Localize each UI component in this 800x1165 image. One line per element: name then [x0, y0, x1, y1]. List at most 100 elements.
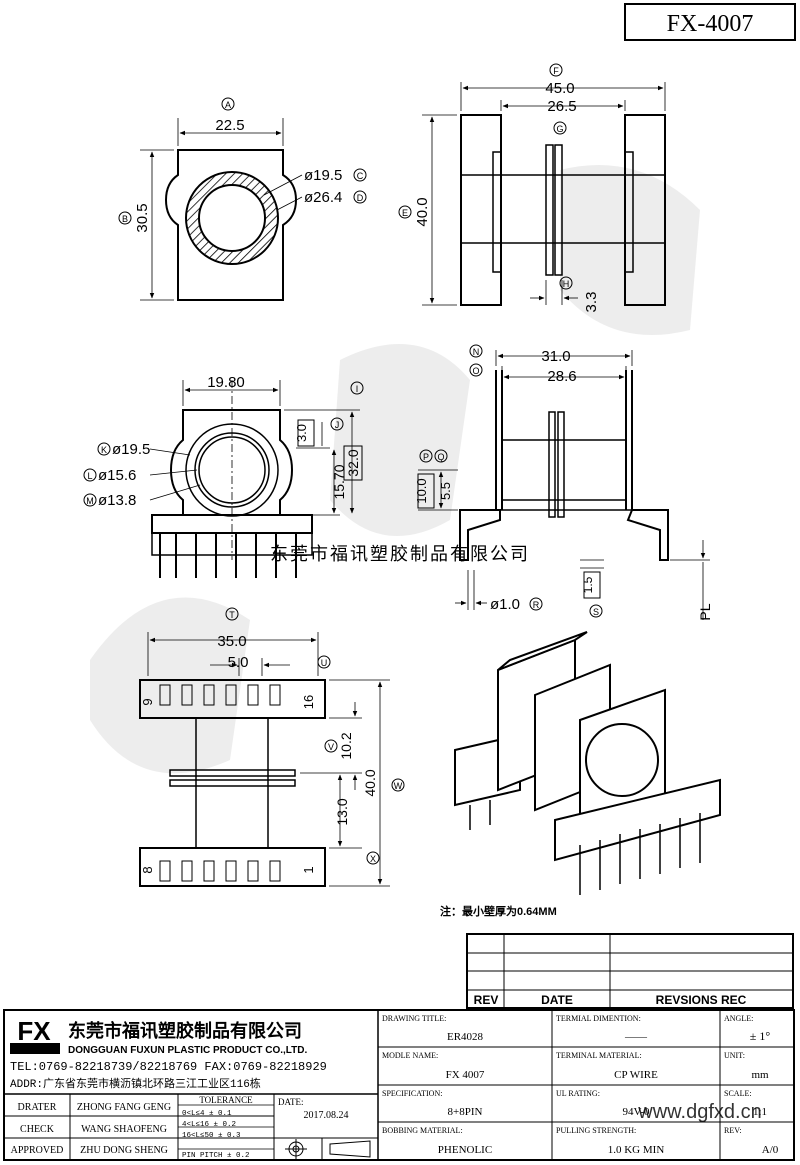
company-logo: FX FUXUN [10, 1016, 60, 1054]
svg-text:40.0: 40.0 [362, 769, 378, 796]
svg-text:A/0: A/0 [762, 1144, 779, 1156]
svg-text:CHECK: CHECK [20, 1124, 55, 1135]
svg-text:31.0: 31.0 [541, 348, 570, 365]
company-name-cn: 东莞市福讯塑胶制品有限公司 [68, 1020, 302, 1041]
svg-text:8+8PIN: 8+8PIN [448, 1106, 483, 1118]
svg-text:35.0: 35.0 [217, 633, 246, 650]
svg-text:FUXUN: FUXUN [16, 1045, 54, 1054]
svg-text:SPECIFICATION:: SPECIFICATION: [382, 1089, 442, 1098]
svg-text:DRAWING TITLE:: DRAWING TITLE: [382, 1014, 446, 1023]
svg-text:40.0: 40.0 [414, 197, 431, 226]
part-number-box: FX-4007 [624, 3, 796, 41]
svg-text:PULLING STRENGTH:: PULLING STRENGTH: [556, 1126, 636, 1135]
svg-text:APPROVED: APPROVED [11, 1145, 64, 1156]
svg-text:UL RATING:: UL RATING: [556, 1089, 600, 1098]
svg-text:10.2: 10.2 [338, 732, 354, 759]
svg-text:——: —— [624, 1031, 648, 1043]
svg-text:FX 4007: FX 4007 [446, 1069, 485, 1081]
svg-text:FX: FX [17, 1016, 51, 1046]
view-front-labels: A 22.5 B 30.5 ø19.5 C ø26.4 D [118, 97, 367, 233]
svg-text:DATE:: DATE: [278, 1097, 304, 1107]
svg-text:94V-0: 94V-0 [622, 1106, 650, 1118]
svg-text:ø26.4: ø26.4 [304, 189, 342, 206]
svg-text:3.3: 3.3 [583, 292, 600, 313]
svg-text:ø19.5: ø19.5 [304, 167, 342, 184]
company-addr: ADDR:广东省东莞市横沥镇北环路三江工业区116栋 [10, 1076, 261, 1091]
view-side-core [422, 82, 666, 306]
svg-text:H: H [563, 279, 570, 289]
svg-text:M: M [86, 496, 94, 506]
svg-text:TERMIAL DIMENTION:: TERMIAL DIMENTION: [556, 1014, 641, 1023]
svg-text:3.0: 3.0 [294, 424, 309, 442]
svg-text:4<L≤16 ± 0.2: 4<L≤16 ± 0.2 [182, 1121, 236, 1129]
svg-text:ZHU DONG SHENG: ZHU DONG SHENG [80, 1145, 168, 1156]
company-tel: TEL:0769-82218739/82218769 FAX:0769-8221… [10, 1060, 327, 1074]
svg-text:TOLERANCE: TOLERANCE [199, 1095, 253, 1105]
view-pin-front [149, 380, 363, 578]
svg-text:ZHONG FANG GENG: ZHONG FANG GENG [77, 1102, 171, 1113]
svg-text:BOBBING MATERIAL:: BOBBING MATERIAL: [382, 1126, 463, 1135]
svg-text:1.0 KG MIN: 1.0 KG MIN [608, 1144, 665, 1156]
view-bottom-labels: T 35.0 5.0 U V 10.2 40.0 W 13.0 X 9 16 8… [140, 607, 405, 874]
svg-text:DATE: DATE [541, 993, 573, 1007]
company-name-en: DONGGUAN FUXUN PLASTIC PRODUCT CO.,LTD. [68, 1045, 307, 1056]
svg-text:CP WIRE: CP WIRE [614, 1069, 658, 1081]
view-pin-side [417, 350, 710, 620]
svg-text:Q: Q [437, 452, 444, 462]
svg-text:J: J [335, 420, 340, 430]
svg-text:19.80: 19.80 [207, 374, 245, 391]
svg-text:UNIT:: UNIT: [724, 1051, 745, 1060]
svg-text:8: 8 [140, 866, 155, 873]
svg-text:V: V [328, 742, 334, 752]
svg-text:T: T [229, 610, 235, 620]
part-number: FX-4007 [667, 11, 754, 37]
svg-text:ø15.6: ø15.6 [98, 467, 136, 484]
view-pin-side-labels: N 31.0 O 28.6 P Q 10.0 5.5 ø1.0 R 1.5 S … [414, 344, 713, 621]
svg-text:1: 1 [301, 866, 316, 873]
company-watermark: 东莞市福讯塑胶制品有限公司 [270, 544, 530, 564]
svg-text:2017.08.24: 2017.08.24 [304, 1110, 349, 1121]
url-watermark: www.dgfxd.cn [637, 1101, 761, 1123]
projection-symbol [285, 1139, 371, 1159]
svg-text:13.0: 13.0 [334, 798, 350, 825]
svg-text:22.5: 22.5 [215, 117, 244, 134]
revision-table [466, 933, 794, 1009]
title-block-frame [3, 1009, 795, 1161]
svg-text:32.0: 32.0 [345, 449, 361, 476]
view-side-labels: F 45.0 26.5 G E 40.0 H 3.3 [398, 63, 600, 313]
svg-text:O: O [472, 366, 479, 376]
svg-text:45.0: 45.0 [545, 80, 574, 97]
wall-thickness-note: 注：最小壁厚为0.64MM [440, 904, 557, 918]
svg-text:9: 9 [140, 698, 155, 705]
svg-text:5.5: 5.5 [438, 482, 453, 500]
svg-text:ø1.0: ø1.0 [490, 596, 520, 613]
svg-text:1:1: 1:1 [753, 1106, 767, 1118]
svg-text:28.6: 28.6 [547, 368, 576, 385]
svg-text:W: W [394, 781, 403, 791]
view-bottom [139, 632, 390, 887]
view-front-core [140, 118, 303, 301]
svg-text:I: I [356, 384, 359, 394]
svg-text:S: S [593, 607, 599, 617]
svg-text:TERMINAL MATERIAL:: TERMINAL MATERIAL: [556, 1051, 642, 1060]
svg-text:ø19.5: ø19.5 [112, 441, 150, 458]
svg-text:E: E [402, 208, 408, 218]
svg-text:mm: mm [751, 1069, 769, 1081]
svg-text:B: B [122, 214, 128, 224]
svg-text:R: R [533, 600, 540, 610]
svg-text:0<L≤4 ± 0.1: 0<L≤4 ± 0.1 [182, 1110, 232, 1118]
svg-text:C: C [357, 171, 364, 181]
svg-text:5.0: 5.0 [228, 654, 249, 671]
svg-text:REVSIONS REC: REVSIONS REC [656, 993, 747, 1007]
svg-text:PIN PITCH ± 0.2: PIN PITCH ± 0.2 [182, 1152, 250, 1160]
svg-text:ø13.8: ø13.8 [98, 492, 136, 509]
svg-text:X: X [370, 854, 376, 864]
svg-text:DRATER: DRATER [18, 1102, 57, 1113]
svg-text:MODLE NAME:: MODLE NAME: [382, 1051, 438, 1060]
svg-text:16: 16 [301, 695, 316, 709]
view-isometric [454, 631, 721, 895]
view-pin-front-labels: 19.80 I 3.0 J 32.0 15.70 K ø19.5 L ø15.6… [83, 374, 364, 509]
svg-text:U: U [321, 658, 328, 668]
svg-text:L: L [87, 471, 92, 481]
svg-text:± 1°: ± 1° [750, 1029, 771, 1043]
